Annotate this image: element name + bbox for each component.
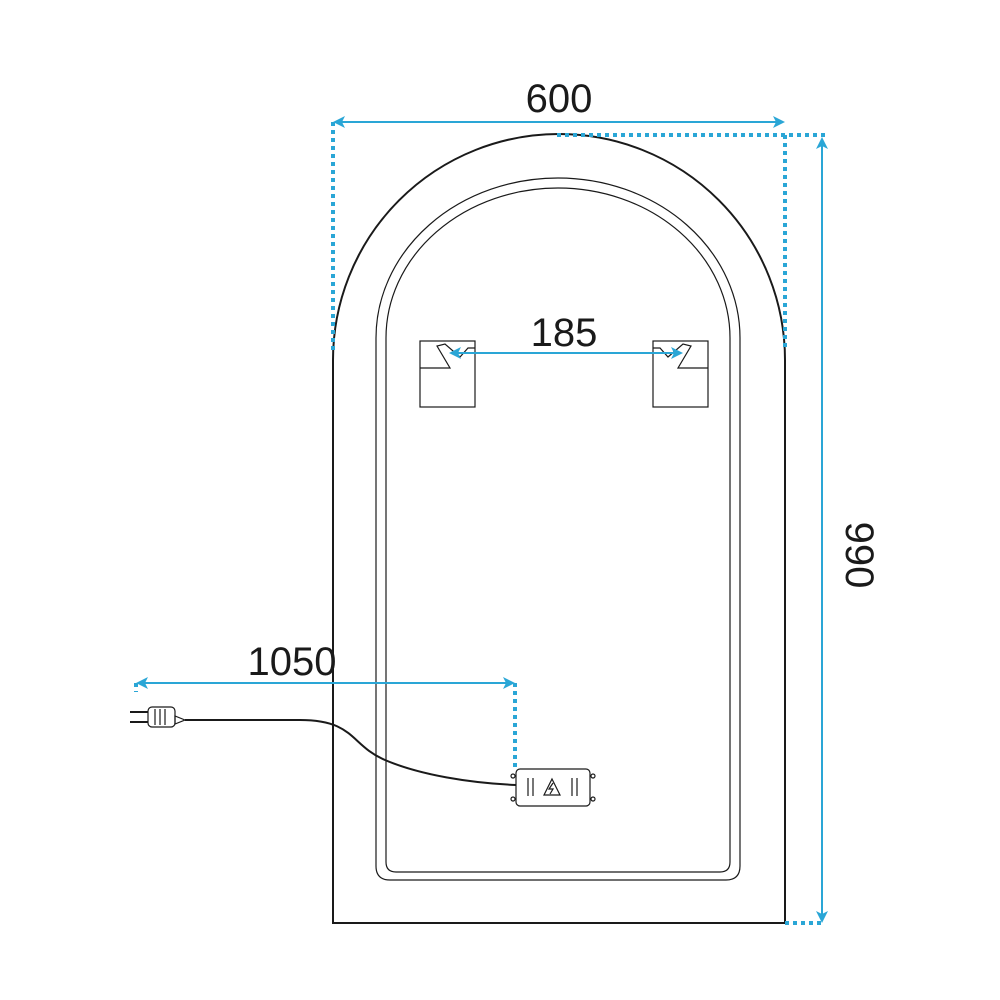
hook-right: [652, 340, 709, 408]
width-dimension: 600: [331, 77, 825, 350]
cable-length-dimension: 1050: [134, 640, 517, 769]
hook-left: [419, 340, 476, 408]
driver-box: [510, 768, 596, 807]
hook-spacing-dimension: 185: [449, 311, 683, 359]
power-cable: [185, 719, 517, 786]
cable-length-label: 1050: [248, 640, 337, 684]
height-label: 990: [837, 522, 881, 589]
height-dimension: 990: [785, 137, 881, 925]
mirror-outer-frame: [332, 133, 786, 924]
hook-spacing-label: 185: [531, 311, 598, 355]
width-label: 600: [526, 77, 593, 121]
led-strip-inner-line: [385, 187, 731, 873]
plug-icon: [130, 706, 187, 728]
led-strip-outer-line: [375, 177, 741, 881]
warning-bolt-icon: [543, 777, 561, 796]
